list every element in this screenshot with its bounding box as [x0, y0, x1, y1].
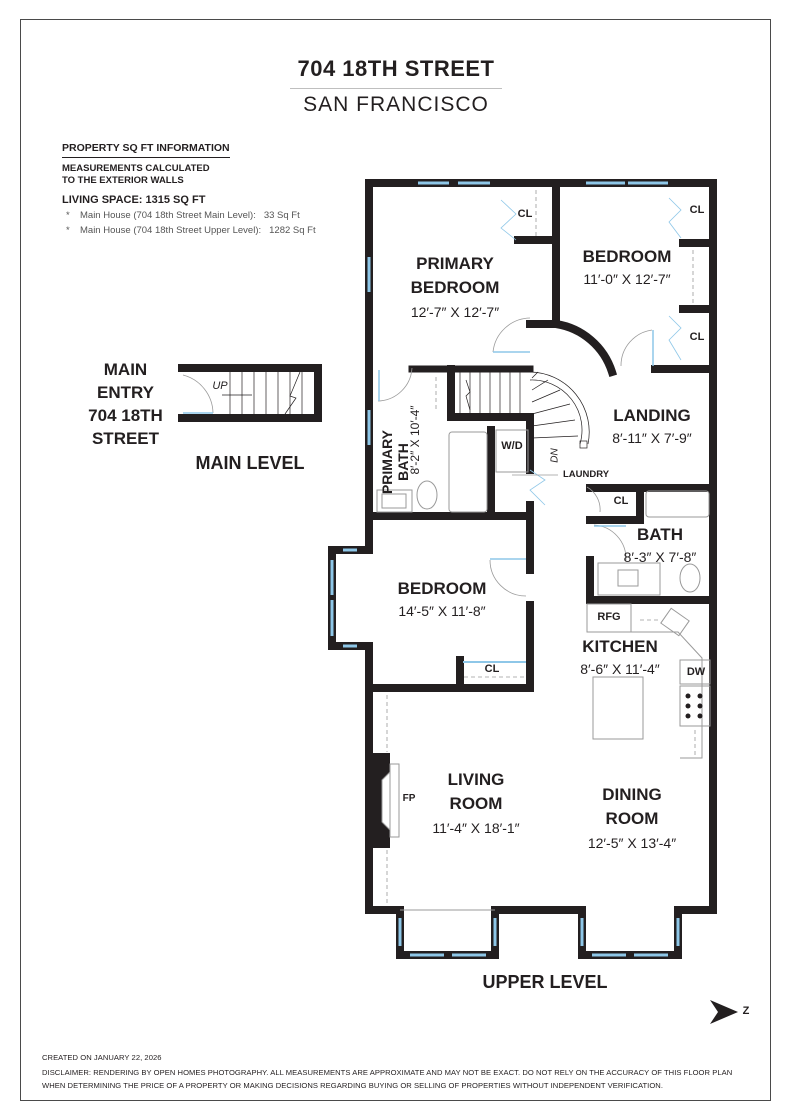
- room-landing: LANDING 8′-11″ X 7′-9″: [596, 405, 708, 449]
- room-dims: 11′-4″ X 18′-1″: [432, 820, 520, 836]
- room-dims: 8′-6″ X 11′-4″: [580, 661, 660, 677]
- entry-line-2: ENTRY: [97, 383, 154, 402]
- refrigerator-label: RFG: [597, 611, 621, 623]
- sqft-info-panel: PROPERTY SQ FT INFORMATION MEASUREMENTS …: [62, 138, 372, 236]
- room-bedroom-1: BEDROOM 11′-0″ X 12′-7″: [566, 246, 688, 290]
- fireplace-label: FP: [402, 793, 416, 804]
- room-dims: 12′-5″ X 13′-4″: [587, 835, 677, 851]
- room-dims: 12′-7″ X 12′-7″: [410, 304, 500, 320]
- page-subtitle: SAN FRANCISCO: [303, 93, 489, 116]
- primary-bath-dims: 8′-2″ X 10′-4″: [408, 405, 422, 475]
- sqft-item-value: 1282 Sq Ft: [269, 225, 316, 236]
- room-name: ROOM: [605, 809, 659, 828]
- room-dims: 8′-11″ X 7′-9″: [612, 430, 692, 446]
- room-primary-bedroom: PRIMARY BEDROOM 12′-7″ X 12′-7″: [380, 252, 530, 324]
- compass-north-label: Z: [742, 1005, 750, 1017]
- room-name: LIVING: [447, 770, 505, 789]
- room-name: DINING: [602, 785, 662, 804]
- closet-label: CL: [689, 331, 705, 343]
- main-level-label: MAIN LEVEL: [195, 453, 305, 473]
- door-swings: [182, 197, 682, 663]
- room-bath: BATH 8′-3″ X 7′-8″: [604, 524, 716, 568]
- room-name: BATH: [637, 525, 683, 544]
- upper-level-label: UPPER LEVEL: [482, 972, 608, 992]
- room-name: BEDROOM: [410, 278, 500, 297]
- sqft-item-label: Main House (704 18th Street Main Level):: [80, 210, 256, 221]
- sqft-list-item: * Main House (704 18th Street Upper Leve…: [62, 225, 372, 236]
- sqft-note-line-1: MEASUREMENTS CALCULATED: [62, 163, 210, 174]
- laundry-label: LAUNDRY: [562, 469, 610, 480]
- dishwasher-label: DW: [686, 666, 706, 678]
- room-name: BEDROOM: [582, 247, 672, 266]
- disclaimer-line-1: DISCLAIMER: RENDERING BY OPEN HOMES PHOT…: [42, 1068, 733, 1077]
- bullet-icon: *: [66, 225, 70, 236]
- living-space-total: LIVING SPACE: 1315 SQ FT: [62, 194, 206, 206]
- room-name: LANDING: [613, 406, 691, 425]
- sqft-item-value: 33 Sq Ft: [263, 210, 300, 221]
- room-kitchen: KITCHEN 8′-6″ X 11′-4″: [566, 636, 674, 680]
- room-name: PRIMARY: [416, 254, 494, 273]
- page-frame: [20, 19, 771, 1101]
- title-divider: [290, 88, 502, 89]
- page-title: 704 18TH STREET: [297, 56, 495, 81]
- room-dims: 14′-5″ X 11′-8″: [398, 603, 486, 619]
- north-compass-icon: [710, 1000, 738, 1024]
- room-bedroom-2: BEDROOM 14′-5″ X 11′-8″: [380, 578, 504, 622]
- room-name: ROOM: [449, 794, 503, 813]
- stove-burners: [685, 693, 703, 719]
- room-living-room: LIVING ROOM 11′-4″ X 18′-1″: [414, 768, 538, 840]
- room-dims: 8′-3″ X 7′-8″: [623, 549, 697, 565]
- main-entry-label: MAIN ENTRY 704 18TH STREET: [78, 358, 173, 450]
- room-primary-bath: PRIMARY BATH: [379, 407, 411, 517]
- sqft-item-label: Main House (704 18th Street Upper Level)…: [80, 225, 262, 236]
- disclaimer-line-2: WHEN DETERMINING THE PRICE OF A PROPERTY…: [42, 1081, 663, 1090]
- room-name: BEDROOM: [397, 579, 487, 598]
- fixtures: [376, 429, 711, 911]
- room-name: PRIMARY: [379, 429, 395, 495]
- stair-up-label: UP: [212, 380, 228, 392]
- main-level-stair: [178, 364, 322, 422]
- sqft-info-heading: PROPERTY SQ FT INFORMATION: [62, 142, 230, 158]
- room-name: KITCHEN: [582, 637, 658, 656]
- closet-label: CL: [613, 495, 629, 507]
- closet-label: CL: [517, 208, 533, 220]
- bullet-icon: *: [66, 210, 70, 221]
- washer-dryer-label: W/D: [501, 440, 523, 452]
- room-dims: 11′-0″ X 12′-7″: [583, 271, 671, 287]
- closet-label: CL: [484, 663, 500, 675]
- stair-down-label: DN: [549, 448, 561, 463]
- entry-line-3: 704 18TH: [88, 406, 163, 425]
- entry-line-1: MAIN: [103, 360, 148, 379]
- sqft-note-line-2: TO THE EXTERIOR WALLS: [62, 175, 184, 186]
- sqft-list-item: * Main House (704 18th Street Main Level…: [62, 210, 372, 221]
- room-dining-room: DINING ROOM 12′-5″ X 13′-4″: [570, 783, 694, 855]
- entry-line-4: STREET: [91, 429, 160, 448]
- windows: [330, 181, 680, 957]
- sqft-info-note: MEASUREMENTS CALCULATED TO THE EXTERIOR …: [62, 163, 372, 187]
- created-date: CREATED ON JANUARY 22, 2026: [42, 1053, 162, 1062]
- closet-label: CL: [689, 204, 705, 216]
- staircase: [459, 371, 590, 476]
